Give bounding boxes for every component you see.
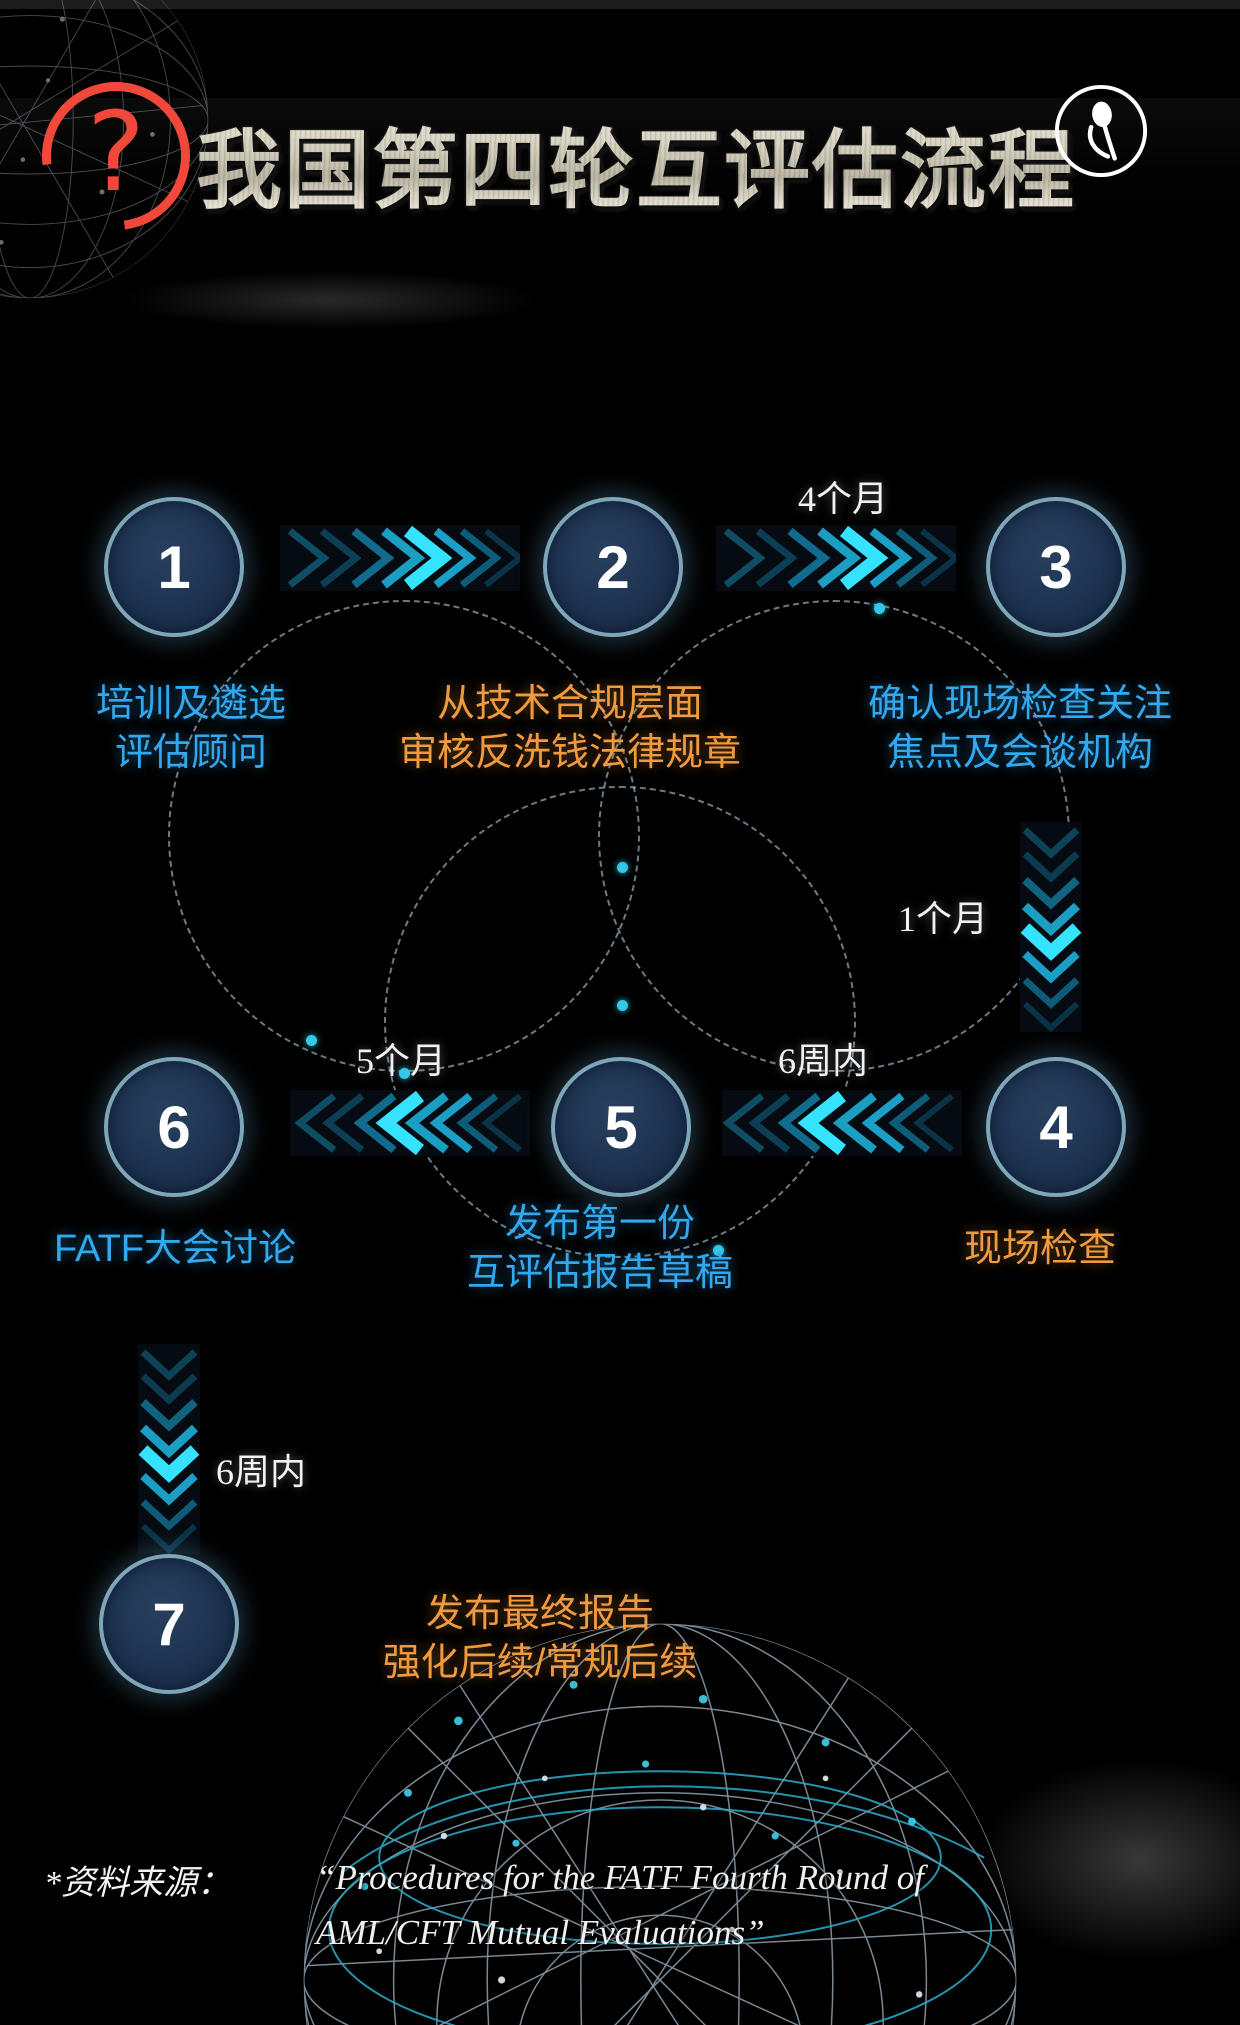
- step-circle-4[interactable]: 4: [986, 1057, 1126, 1197]
- step-label-1-line2: 评估顾问: [114, 732, 267, 775]
- source-label: *资料来源：: [44, 1865, 231, 1902]
- step-label-1: 培训及遴选 评估顾问: [16, 680, 366, 779]
- step-label-6: FATF大会讨论: [10, 1225, 340, 1274]
- step-label-7-line1: 发布最终报告: [425, 1593, 654, 1635]
- step-number-4: 4: [1039, 1093, 1073, 1161]
- duration-3-to-4: 1个月: [898, 899, 989, 939]
- step-label-6-line1: FATF大会讨论: [53, 1228, 297, 1270]
- step-number-3: 3: [1039, 533, 1073, 601]
- step-label-4-line1: 现场检查: [963, 1228, 1116, 1270]
- arrow-strip-3-to-4: [1020, 822, 1082, 1032]
- step-label-3-line1: 确认现场检查关注: [867, 683, 1172, 725]
- venn-node-dot: [617, 862, 628, 873]
- duration-2-to-3: 4个月: [798, 479, 889, 519]
- arrow-strip-2-to-3: [716, 525, 956, 591]
- step-circle-7[interactable]: 7: [99, 1554, 239, 1694]
- duration-5-to-6: 5个月: [356, 1041, 447, 1081]
- arrow-strip-1-to-2: [280, 525, 520, 591]
- dashed-circle-bottom: [384, 786, 856, 1258]
- venn-node-dot: [713, 1245, 724, 1256]
- step-circle-6[interactable]: 6: [104, 1057, 244, 1197]
- step-number-2: 2: [596, 533, 630, 601]
- step-label-1-line1: 培训及遴选: [95, 683, 286, 725]
- step-number-1: 1: [157, 533, 191, 601]
- venn-node-dot: [306, 1035, 317, 1046]
- step-number-7: 7: [152, 1590, 186, 1658]
- title-glow: [120, 270, 540, 330]
- step-number-6: 6: [157, 1093, 191, 1161]
- step-label-4: 现场检查: [900, 1225, 1180, 1274]
- step-label-2-line1: 从技术合规层面: [436, 683, 703, 725]
- step-circle-5[interactable]: 5: [551, 1057, 691, 1197]
- question-mark-icon: ?: [12, 52, 220, 260]
- venn-node-dot: [617, 1000, 628, 1011]
- arrow-strip-6-to-7: [138, 1344, 200, 1554]
- step-label-2: 从技术合规层面 审核反洗钱法律规章: [340, 680, 800, 779]
- step-label-2-line2: 审核反洗钱法律规章: [398, 732, 741, 775]
- step-label-5-line2: 互评估报告草稿: [466, 1252, 733, 1295]
- step-circle-1[interactable]: 1: [104, 497, 244, 637]
- page-title: 我国第四轮互评估流程: [196, 100, 1076, 225]
- question-mark-glyph: ?: [86, 88, 146, 216]
- duration-6-to-7: 6周内: [216, 1452, 307, 1492]
- step-circle-2[interactable]: 2: [543, 497, 683, 637]
- top-bar: [0, 0, 1240, 9]
- fatf-figure-logo-icon: [1054, 84, 1148, 178]
- step-label-3: 确认现场检查关注 焦点及会谈机构: [820, 680, 1220, 779]
- arrow-strip-4-to-5: [722, 1090, 962, 1156]
- venn-node-dot: [399, 1068, 410, 1079]
- step-circle-3[interactable]: 3: [986, 497, 1126, 637]
- step-label-5: 发布第一份 互评估报告草稿: [400, 1200, 800, 1299]
- duration-4-to-5: 6周内: [778, 1041, 869, 1081]
- step-label-7: 发布最终报告 强化后续/常规后续: [300, 1590, 780, 1689]
- venn-node-dot: [874, 603, 885, 614]
- step-label-3-line2: 焦点及会谈机构: [886, 732, 1153, 775]
- step-label-5-line1: 发布第一份: [504, 1203, 695, 1245]
- step-label-7-line2: 强化后续/常规后续: [382, 1642, 698, 1685]
- arrow-strip-5-to-6: [290, 1090, 530, 1156]
- step-number-5: 5: [604, 1093, 638, 1161]
- background-flare: [980, 1760, 1240, 1960]
- source-citation: “Procedures for the FATF Fourth Round of…: [316, 1858, 924, 1953]
